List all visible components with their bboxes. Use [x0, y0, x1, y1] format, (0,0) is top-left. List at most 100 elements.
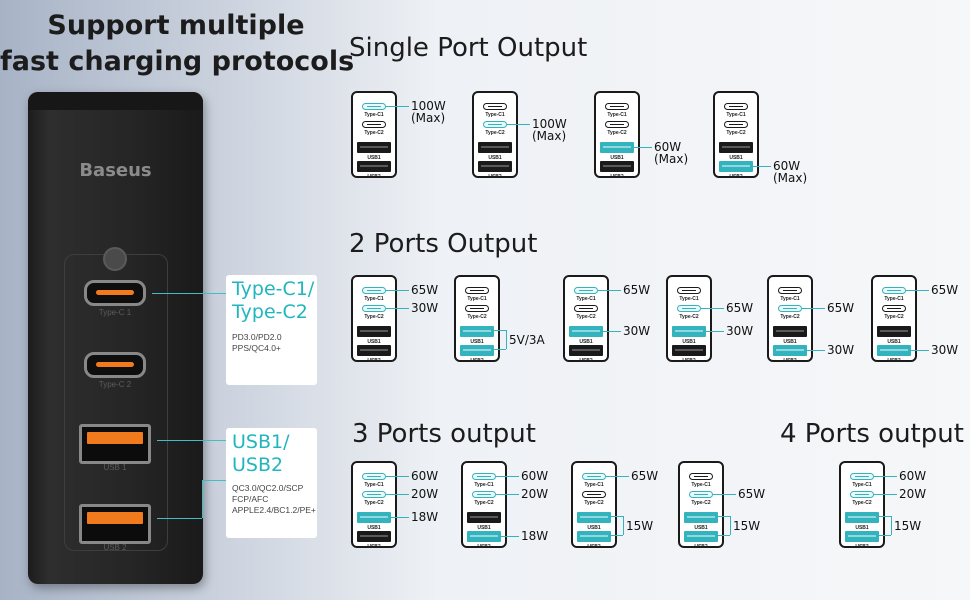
c1-power-label: 60W: [899, 470, 926, 482]
port-c2-label: Type-C2: [485, 130, 505, 136]
bracket-top-line: [494, 330, 506, 331]
port-c1-icon: [362, 287, 386, 294]
brand-logo: Baseus: [79, 160, 152, 181]
port-u2-label: USB2: [729, 174, 743, 180]
c2-power-leader: [874, 494, 897, 495]
port-c1-icon: [724, 103, 748, 110]
port-c1-icon: [483, 103, 507, 110]
bracket-bottom-line: [494, 349, 506, 350]
port-c1-label: Type-C1: [852, 482, 872, 488]
port-c2-icon: [605, 121, 629, 128]
power-label-line: (Max): [532, 129, 567, 143]
port-u2-label: USB2: [587, 544, 601, 550]
c2-power-label: 65W: [726, 302, 753, 314]
bracket-vertical-line: [506, 330, 507, 349]
port-u2-icon: [357, 531, 391, 542]
u1-power-leader: [391, 517, 409, 518]
c1-power-label: 65W: [931, 284, 958, 296]
usb-callout: USB1/ USB2 QC3.0/QC2.0/SCP FCP/AFC APPLE…: [226, 428, 317, 538]
port-u2-icon: [357, 161, 391, 172]
u1-power-leader: [706, 331, 724, 332]
port-c1-label: Type-C1: [364, 296, 384, 302]
port-c2-label: Type-C2: [576, 314, 596, 320]
typec-callout-title-2: Type-C2: [232, 301, 308, 323]
port-c2-icon: [850, 491, 874, 498]
power-label-line: 65W: [623, 283, 651, 297]
port-c2-icon: [778, 305, 802, 312]
port-u1-label: USB1: [682, 339, 696, 345]
power-label-line: 65W: [631, 469, 659, 483]
port-u2-icon: [684, 531, 718, 542]
power-label-line: 100W: [411, 99, 446, 113]
usb-callout-note-2: FCP/AFC: [232, 494, 269, 504]
port-u1-icon: [877, 326, 911, 337]
c1-power-leader: [906, 290, 929, 291]
bracket-bottom-line: [718, 535, 730, 536]
type-c2-port: [84, 352, 146, 378]
power-label-line: 60W: [654, 140, 682, 154]
port-u2-label: USB2: [682, 358, 696, 364]
port-u1-label: USB1: [783, 339, 797, 345]
port-u1-icon: [478, 142, 512, 153]
port-u2-label: USB2: [579, 358, 593, 364]
port-c2-icon: [882, 305, 906, 312]
port-c1-icon: [677, 287, 701, 294]
leader-line-usb: [157, 440, 226, 441]
power-label-line: 60W: [899, 469, 927, 483]
c1-power-label: 65W: [623, 284, 650, 296]
bracket-vertical-line: [730, 516, 731, 535]
c1-power-label: 60W: [411, 470, 438, 482]
u2-power-leader: [501, 536, 519, 537]
u1-power-label: 60W(Max): [654, 141, 688, 165]
c2-power-label: 100W(Max): [532, 118, 567, 142]
section-title-two: 2 Ports Output: [349, 229, 538, 259]
power-label-line: 30W: [726, 324, 754, 338]
u2-power-leader: [753, 166, 771, 167]
c2-power-leader: [713, 494, 736, 495]
u1-power-label: 30W: [726, 325, 753, 337]
port-u2-label: USB2: [470, 358, 484, 364]
port-u2-icon: [460, 345, 494, 356]
u1-power-leader: [634, 147, 652, 148]
u2-power-label: 18W: [521, 530, 548, 542]
port-c1-label: Type-C1: [474, 482, 494, 488]
c1-power-label: 65W: [411, 284, 438, 296]
port-c2-label: Type-C2: [467, 314, 487, 320]
port-u2-label: USB2: [887, 358, 901, 364]
c1-power-leader: [496, 476, 519, 477]
type-c1-port: [84, 280, 146, 306]
port-u1-label: USB1: [610, 155, 624, 161]
port-c2-icon: [472, 491, 496, 498]
c2-power-leader: [386, 308, 409, 309]
charger-illustration: Baseus Type-C 1 Type-C 2 USB 1 USB 2: [28, 92, 203, 584]
port-c2-label: Type-C2: [884, 314, 904, 320]
bracket-vertical-line: [891, 516, 892, 535]
c2-power-leader: [701, 308, 724, 309]
port-c2-icon: [362, 491, 386, 498]
port-u1-icon: [577, 512, 611, 523]
c2-power-leader: [507, 124, 530, 125]
power-label-line: 30W: [623, 324, 651, 338]
power-label-line: 60W: [773, 159, 801, 173]
port-c1-label: Type-C1: [884, 296, 904, 302]
port-u1-icon: [773, 326, 807, 337]
u2-power-leader: [807, 350, 825, 351]
port-u2-icon: [773, 345, 807, 356]
type-c1-port-label: Type-C 1: [98, 308, 132, 317]
port-u1-label: USB1: [579, 339, 593, 345]
port-c1-label: Type-C1: [584, 482, 604, 488]
c2-power-label: 30W: [411, 302, 438, 314]
port-c2-icon: [465, 305, 489, 312]
leader-line-usb-2: [157, 518, 202, 519]
port-u2-label: USB2: [694, 544, 708, 550]
port-c2-label: Type-C2: [364, 130, 384, 136]
port-u2-icon: [845, 531, 879, 542]
port-c1-icon: [778, 287, 802, 294]
port-c2-label: Type-C2: [726, 130, 746, 136]
power-label-line: 65W: [738, 487, 766, 501]
